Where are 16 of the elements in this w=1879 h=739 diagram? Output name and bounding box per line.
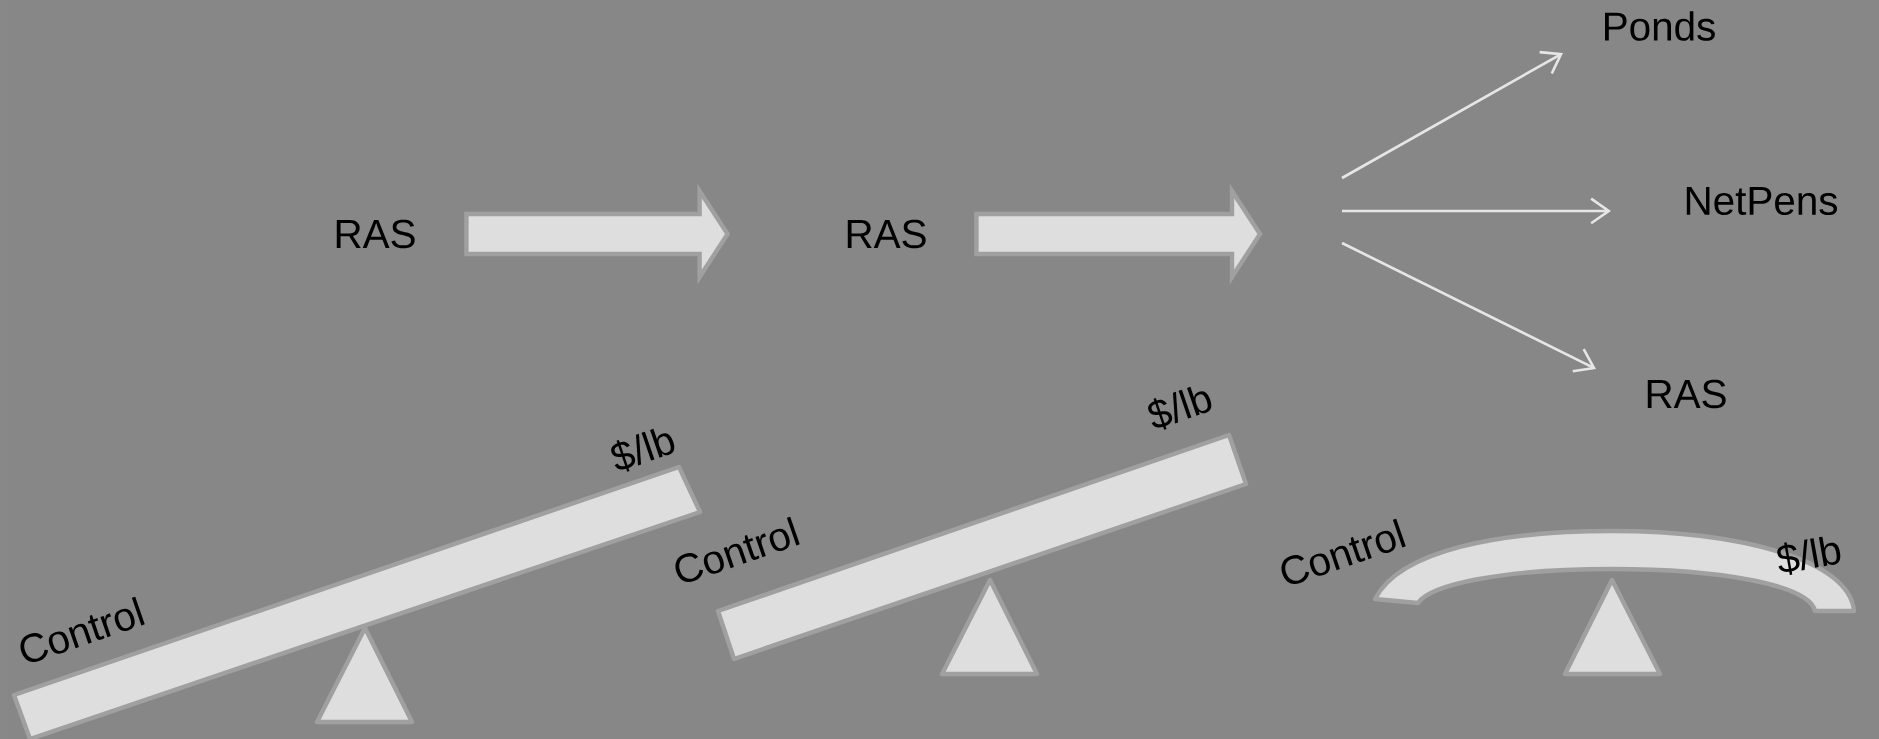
- end-label: $/lb: [611, 428, 675, 472]
- end-label: Control: [675, 516, 800, 583]
- end-label: $/lb: [1148, 386, 1212, 430]
- node-label: NetPens: [1686, 186, 1837, 216]
- end-label: Control: [20, 596, 145, 663]
- block-arrow: [974, 183, 1263, 285]
- node-label: Ponds: [1605, 11, 1715, 41]
- end-label: $/lb: [1777, 536, 1841, 575]
- arrow: [1341, 50, 1563, 180]
- node-label: RAS: [1647, 379, 1726, 409]
- end-label: Control: [1281, 518, 1406, 585]
- arrow: [1342, 197, 1612, 225]
- node-label: RAS: [336, 219, 415, 249]
- arrow: [1341, 241, 1597, 373]
- node-label: RAS: [847, 219, 926, 249]
- block-arrow: [464, 183, 731, 285]
